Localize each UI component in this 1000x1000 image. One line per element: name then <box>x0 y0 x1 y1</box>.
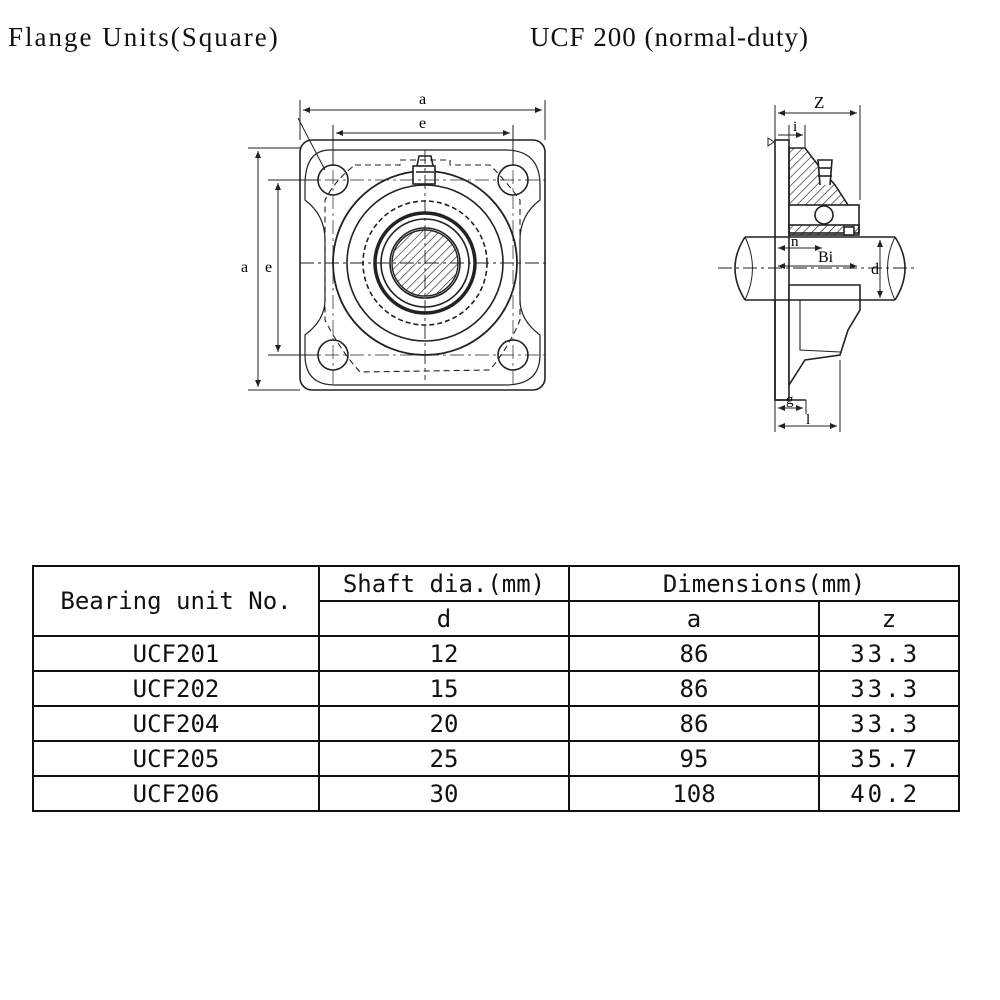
label-a-top: a <box>419 91 426 108</box>
cell-d: 15 <box>318 670 570 707</box>
title-series: UCF 200 (normal-duty) <box>530 22 809 52</box>
cell-unit: UCF202 <box>32 670 320 707</box>
cell-unit: UCF204 <box>32 705 320 742</box>
header-dimensions: Dimensions(mm) <box>567 565 961 602</box>
label-d: d <box>871 261 879 278</box>
label-e-side: e <box>265 259 272 276</box>
cell-z: 35.7 <box>817 740 961 777</box>
cell-z: 33.3 <box>817 635 961 672</box>
side-view <box>718 139 915 401</box>
label-g: g <box>786 392 794 408</box>
cell-d: 20 <box>318 705 570 742</box>
cell-z: 40.2 <box>817 775 961 812</box>
cell-a: 86 <box>568 705 820 742</box>
header-z: z <box>817 600 961 637</box>
table-row: UCF205 25 95 35.7 <box>32 740 961 777</box>
header-d: d <box>318 600 570 637</box>
cell-a: 108 <box>568 775 820 812</box>
front-view <box>297 117 550 391</box>
cell-d: 12 <box>318 635 570 672</box>
cell-a: 86 <box>568 635 820 672</box>
cell-unit: UCF205 <box>32 740 320 777</box>
cell-z: 33.3 <box>817 670 961 707</box>
table-row: UCF202 15 86 33.3 <box>32 670 961 707</box>
label-e-top: e <box>419 115 426 132</box>
label-a-side: a <box>241 259 248 276</box>
title-flange-units: Flange Units(Square) <box>8 22 280 52</box>
label-bi: Bi <box>818 249 834 266</box>
label-i: i <box>793 119 797 135</box>
table-row: UCF201 12 86 33.3 <box>32 635 961 672</box>
table-row: UCF204 20 86 33.3 <box>32 705 961 742</box>
label-l: l <box>806 412 810 428</box>
cell-d: 25 <box>318 740 570 777</box>
table-row: UCF206 30 108 40.2 <box>32 775 961 812</box>
cell-a: 86 <box>568 670 820 707</box>
cell-unit: UCF201 <box>32 635 320 672</box>
header-shaft-dia: Shaft dia.(mm) <box>318 565 570 602</box>
cell-a: 95 <box>568 740 820 777</box>
dimension-table: Bearing unit No. Shaft dia.(mm) Dimensio… <box>32 565 961 812</box>
cell-d: 30 <box>318 775 570 812</box>
label-z: Z <box>814 93 824 112</box>
flange-outline <box>299 139 546 391</box>
cell-z: 33.3 <box>817 705 961 742</box>
header-bearing-unit: Bearing unit No. <box>32 565 320 637</box>
cell-unit: UCF206 <box>32 775 320 812</box>
header-a: a <box>568 600 820 637</box>
technical-drawing: a e a e <box>241 91 915 432</box>
label-n: n <box>791 234 799 250</box>
